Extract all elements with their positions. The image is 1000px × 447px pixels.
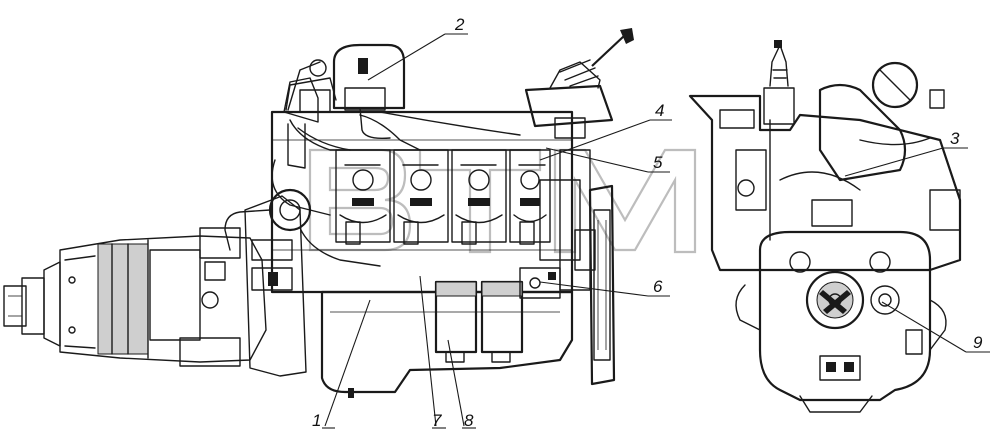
callout-6-label: 6	[653, 277, 663, 296]
callout-1: 1	[312, 299, 371, 430]
callout-8: 8	[447, 339, 476, 430]
callout-9: 9	[881, 301, 990, 353]
callout-2: 2	[367, 15, 468, 81]
cylinder-heads	[335, 149, 551, 245]
callout-2-label: 2	[454, 15, 465, 34]
fuel-lines	[271, 111, 541, 216]
timing-cover	[758, 230, 932, 402]
gearbox-housing	[59, 227, 267, 367]
callout-7: 7	[419, 275, 446, 430]
oil-sump	[320, 290, 574, 398]
breather	[283, 77, 319, 169]
front-mount	[799, 355, 873, 413]
watermark-logo	[308, 148, 697, 254]
callout-3-label: 3	[950, 129, 960, 148]
water-pump	[224, 188, 381, 267]
callout-3: 3	[844, 129, 968, 177]
callout-9-label: 9	[973, 333, 983, 352]
front-shift-lever	[763, 40, 795, 125]
gear-shift-lever	[524, 28, 634, 139]
oil-filters	[434, 280, 524, 363]
intake-duct	[818, 61, 945, 182]
fan-pulley	[574, 184, 616, 386]
engine-side-view	[3, 28, 634, 398]
callout-7-label: 7	[432, 411, 442, 430]
callout-8-label: 8	[464, 411, 474, 430]
engine-front-view	[688, 40, 962, 413]
callout-5: 5	[545, 147, 670, 173]
callout-4-label: 4	[655, 101, 664, 120]
crank-pulley	[805, 270, 865, 330]
callout-4: 4	[539, 101, 672, 161]
front-block	[688, 94, 962, 272]
air-filter	[332, 43, 406, 140]
side-hoses	[735, 284, 947, 355]
output-flange	[3, 261, 61, 347]
front-brackets	[519, 267, 561, 299]
callout-6: 6	[539, 277, 670, 297]
callout-1-label: 1	[312, 411, 321, 430]
callout-5-label: 5	[653, 153, 663, 172]
engine-block	[270, 59, 591, 294]
